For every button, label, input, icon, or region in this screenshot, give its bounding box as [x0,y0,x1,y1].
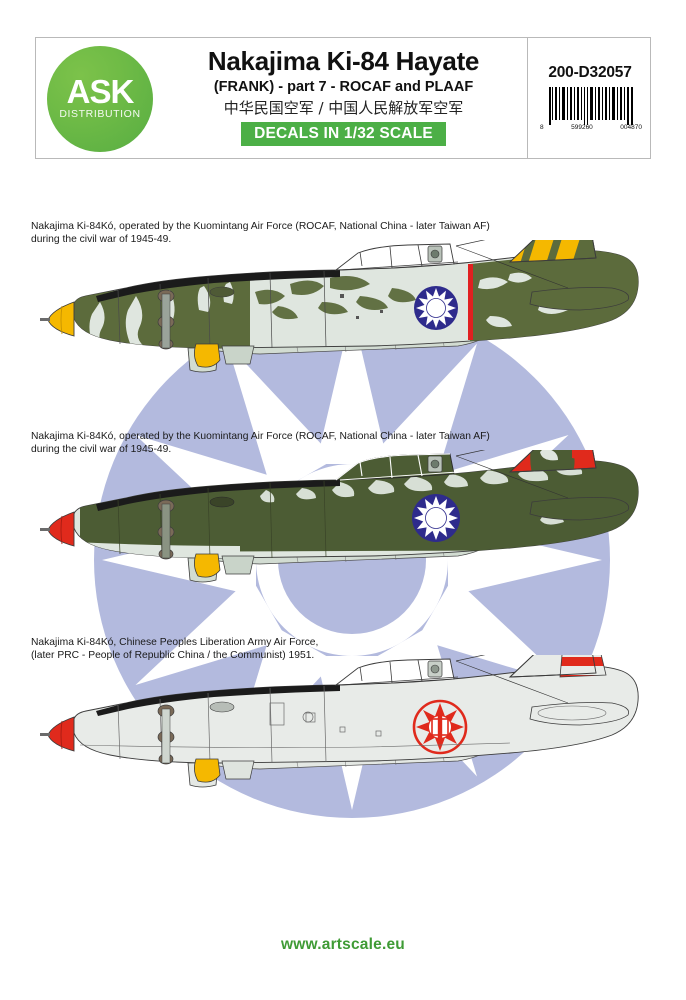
exhaust-port [209,496,235,508]
logo-tagline: DISTRIBUTION [59,108,141,120]
page-title: Nakajima Ki-84 Hayate [207,46,480,76]
vertical-fin [508,240,597,263]
logo-brand: ASK [66,73,135,110]
scale-banner: DECALS IN 1/32 SCALE [241,122,446,146]
barcode-digit-0: 8 [540,124,544,131]
header-box: ASK DISTRIBUTION Nakajima Ki-84 Hayate (… [35,37,651,159]
product-code-box: 200-D32057 [527,38,651,158]
title-block: Nakajima Ki-84 Hayate (FRANK) - part 7 -… [161,42,526,146]
fin-stripes [510,240,592,262]
barcode-icon [549,87,633,125]
fuselage-band [468,264,473,340]
antenna-wire-2 [455,245,569,289]
propeller-spinner [40,511,75,547]
roc-sun-roundel [412,494,460,542]
profile-caption-3: Nakajima Ki-84Kó, Chinese Peoples Libera… [31,637,319,662]
aircraft-profile-3 [40,655,639,788]
aircraft-profile-1 [40,240,639,373]
aircraft-profile-2 [40,450,639,583]
ask-logo: ASK DISTRIBUTION [47,46,153,152]
page-subtitle: (FRANK) - part 7 - ROCAF and PLAAF [213,79,474,95]
propeller-spinner [40,716,75,752]
antenna-wire [455,240,486,247]
exhaust-port [209,286,235,298]
exhaust-port [209,701,235,713]
barcode-digit-1: 599260 [571,124,593,131]
barcode-digit-2: 004870 [620,124,642,131]
barcode-digits: 8 599260 004870 [540,124,642,131]
page-subtitle-chinese: 中华民国空军 / 中国人民解放军空军 [223,99,464,117]
product-code: 200-D32057 [548,64,632,81]
logo-circle [47,46,153,152]
profile-caption-2: Nakajima Ki-84Kó, operated by the Kuomin… [31,431,490,456]
propeller-spinner [40,301,75,337]
footer-url[interactable]: www.artscale.eu [281,936,405,953]
logo-text: ASK DISTRIBUTION [47,73,153,120]
roc-sun-roundel [414,286,458,330]
cockpit-canopy [334,243,459,271]
profile-caption-1: Nakajima Ki-84Kó, operated by the Kuomin… [31,221,490,246]
